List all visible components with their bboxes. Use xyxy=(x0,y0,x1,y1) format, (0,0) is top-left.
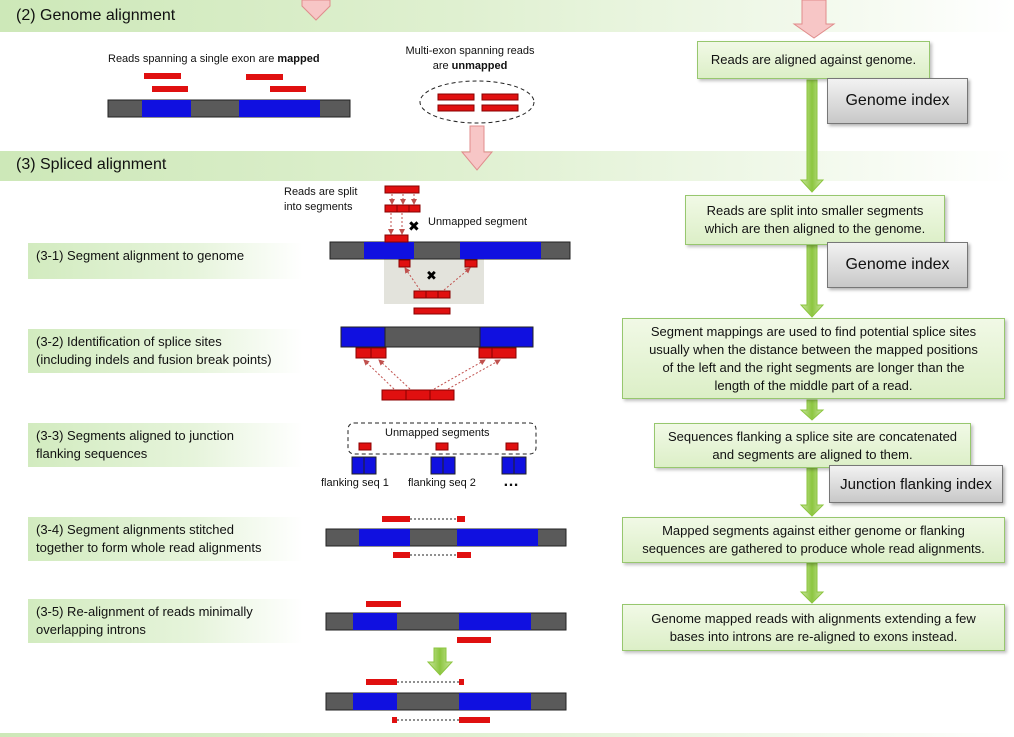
desc-split-reads-line1: Reads are split into smaller segments xyxy=(706,203,924,218)
segments-3-1 xyxy=(384,234,478,315)
multi-exon-label: Multi-exon spanning reads are unmapped xyxy=(395,44,545,74)
genome-bar-1 xyxy=(107,99,351,118)
step-3-5-line2: overlapping introns xyxy=(36,622,146,637)
reads-split-line1: Reads are split xyxy=(284,186,358,198)
x-mark-2: ✖ xyxy=(426,269,437,284)
step-3-4: (3-4) Segment alignments stitched togeth… xyxy=(28,517,303,561)
section-bar-spliced-alignment xyxy=(0,151,1014,181)
reads-split-label: Reads are split into segments xyxy=(284,185,357,215)
desc-junction: Sequences flanking a splice site are con… xyxy=(654,423,971,468)
desc-genome-align-text: Reads are aligned against genome. xyxy=(710,52,917,67)
desc-realign: Genome mapped reads with alignments exte… xyxy=(622,604,1005,651)
reads-split-line2: into segments xyxy=(284,201,353,213)
unmapped-segment-label: Unmapped segment xyxy=(428,216,528,228)
desc-splice-sites-line2: usually when the distance between the ma… xyxy=(649,341,978,357)
step-3-3-line1: (3-3) Segments aligned to junction xyxy=(36,428,235,443)
pink-arrow-top-left xyxy=(301,0,331,21)
flank-seq-1-label: flanking seq 1 xyxy=(321,477,389,489)
step-3-5: (3-5) Re-alignment of reads minimally ov… xyxy=(28,599,303,643)
segments-3-3 xyxy=(358,442,519,451)
section-bar-genome-alignment xyxy=(0,0,1014,32)
genome-index-box-2: Genome index xyxy=(827,242,968,288)
right-flow-arrows xyxy=(799,79,825,604)
unmapped-segments-box xyxy=(347,422,537,455)
step-3-2: (3-2) Identification of splice sites (in… xyxy=(28,329,303,373)
section-bar-bottom xyxy=(0,733,1014,737)
genome-bar-6 xyxy=(325,692,567,711)
desc-stitch: Mapped segments against either genome or… xyxy=(622,517,1005,563)
desc-splice-sites-line3: of the left and the right segments are l… xyxy=(662,359,965,375)
reads-3-4 xyxy=(382,516,471,558)
desc-realign-line2: bases into introns are re-aligned to exo… xyxy=(669,628,958,644)
single-exon-label: Reads spanning a single exon are mapped xyxy=(108,52,320,67)
multi-exon-line1: Multi-exon spanning reads xyxy=(405,45,535,57)
step-3-2-line2: (including indels and fusion break point… xyxy=(36,352,272,367)
pink-arrow-top-right xyxy=(792,0,836,39)
single-exon-text: Reads spanning a single exon are xyxy=(108,53,278,65)
pink-arrow-middle xyxy=(460,125,494,171)
x-mark-1: ✖ xyxy=(408,219,420,235)
desc-splice-sites-line4: length of the middle part of a read. xyxy=(714,377,913,393)
lines-3-2 xyxy=(363,359,501,390)
flanking-seqs xyxy=(351,456,527,475)
desc-split-reads-line2: which are then aligned to the genome. xyxy=(704,221,926,236)
unmapped-reads-ellipse xyxy=(419,80,535,124)
desc-stitch-line2: sequences are gathered to produce whole … xyxy=(642,541,985,556)
desc-splice-sites: Segment mappings are used to find potent… xyxy=(622,318,1005,399)
step-3-3-line2: flanking sequences xyxy=(36,446,148,461)
unmapped-reads xyxy=(437,93,519,112)
genome-bar-2 xyxy=(329,241,571,260)
split-read xyxy=(384,185,421,235)
desc-split-reads: Reads are split into smaller segments wh… xyxy=(685,195,945,245)
step-3-1: (3-1) Segment alignment to genome xyxy=(28,243,303,279)
step-3-4-line1: (3-4) Segment alignments stitched xyxy=(36,522,234,537)
desc-realign-line1: Genome mapped reads with alignments exte… xyxy=(651,610,976,626)
section-title-genome-alignment: (2) Genome alignment xyxy=(16,7,176,24)
reads-3-6 xyxy=(366,679,490,723)
flank-seq-2-label: flanking seq 2 xyxy=(408,477,476,489)
step-3-1-line1: (3-1) Segment alignment to genome xyxy=(36,248,245,263)
multi-exon-bold: unmapped xyxy=(451,60,508,72)
genome-index-box-1: Genome index xyxy=(827,78,968,124)
green-arrow-3-5 xyxy=(426,647,454,676)
lines-3-1 xyxy=(404,267,471,291)
unmapped-segments-label: Unmapped segments xyxy=(385,427,490,439)
step-3-4-line2: together to form whole read alignments xyxy=(36,540,262,555)
genome-bar-4 xyxy=(325,528,567,547)
desc-genome-align: Reads are aligned against genome. xyxy=(697,41,930,79)
desc-junction-line1: Sequences flanking a splice site are con… xyxy=(667,428,958,444)
step-3-5-line1: (3-5) Re-alignment of reads minimally xyxy=(36,604,253,619)
segments-3-2 xyxy=(355,347,517,401)
desc-splice-sites-line1: Segment mappings are used to find potent… xyxy=(650,323,977,339)
step-3-3: (3-3) Segments aligned to junction flank… xyxy=(28,423,303,467)
desc-junction-line2: and segments are aligned to them. xyxy=(712,446,913,462)
desc-stitch-line1: Mapped segments against either genome or… xyxy=(662,523,965,538)
single-exon-bold: mapped xyxy=(277,53,320,65)
junction-index-box: Junction flanking index xyxy=(829,465,1003,503)
multi-exon-line2: are unmapped xyxy=(432,60,508,72)
mapped-reads xyxy=(144,73,306,92)
genome-bar-3 xyxy=(340,326,534,348)
genome-bar-5 xyxy=(325,612,567,631)
step-3-2-line1: (3-2) Identification of splice sites xyxy=(36,334,222,349)
reads-3-5 xyxy=(366,601,491,643)
section-title-spliced-alignment: (3) Spliced alignment xyxy=(16,156,167,173)
ellipsis-label: … xyxy=(503,473,519,490)
